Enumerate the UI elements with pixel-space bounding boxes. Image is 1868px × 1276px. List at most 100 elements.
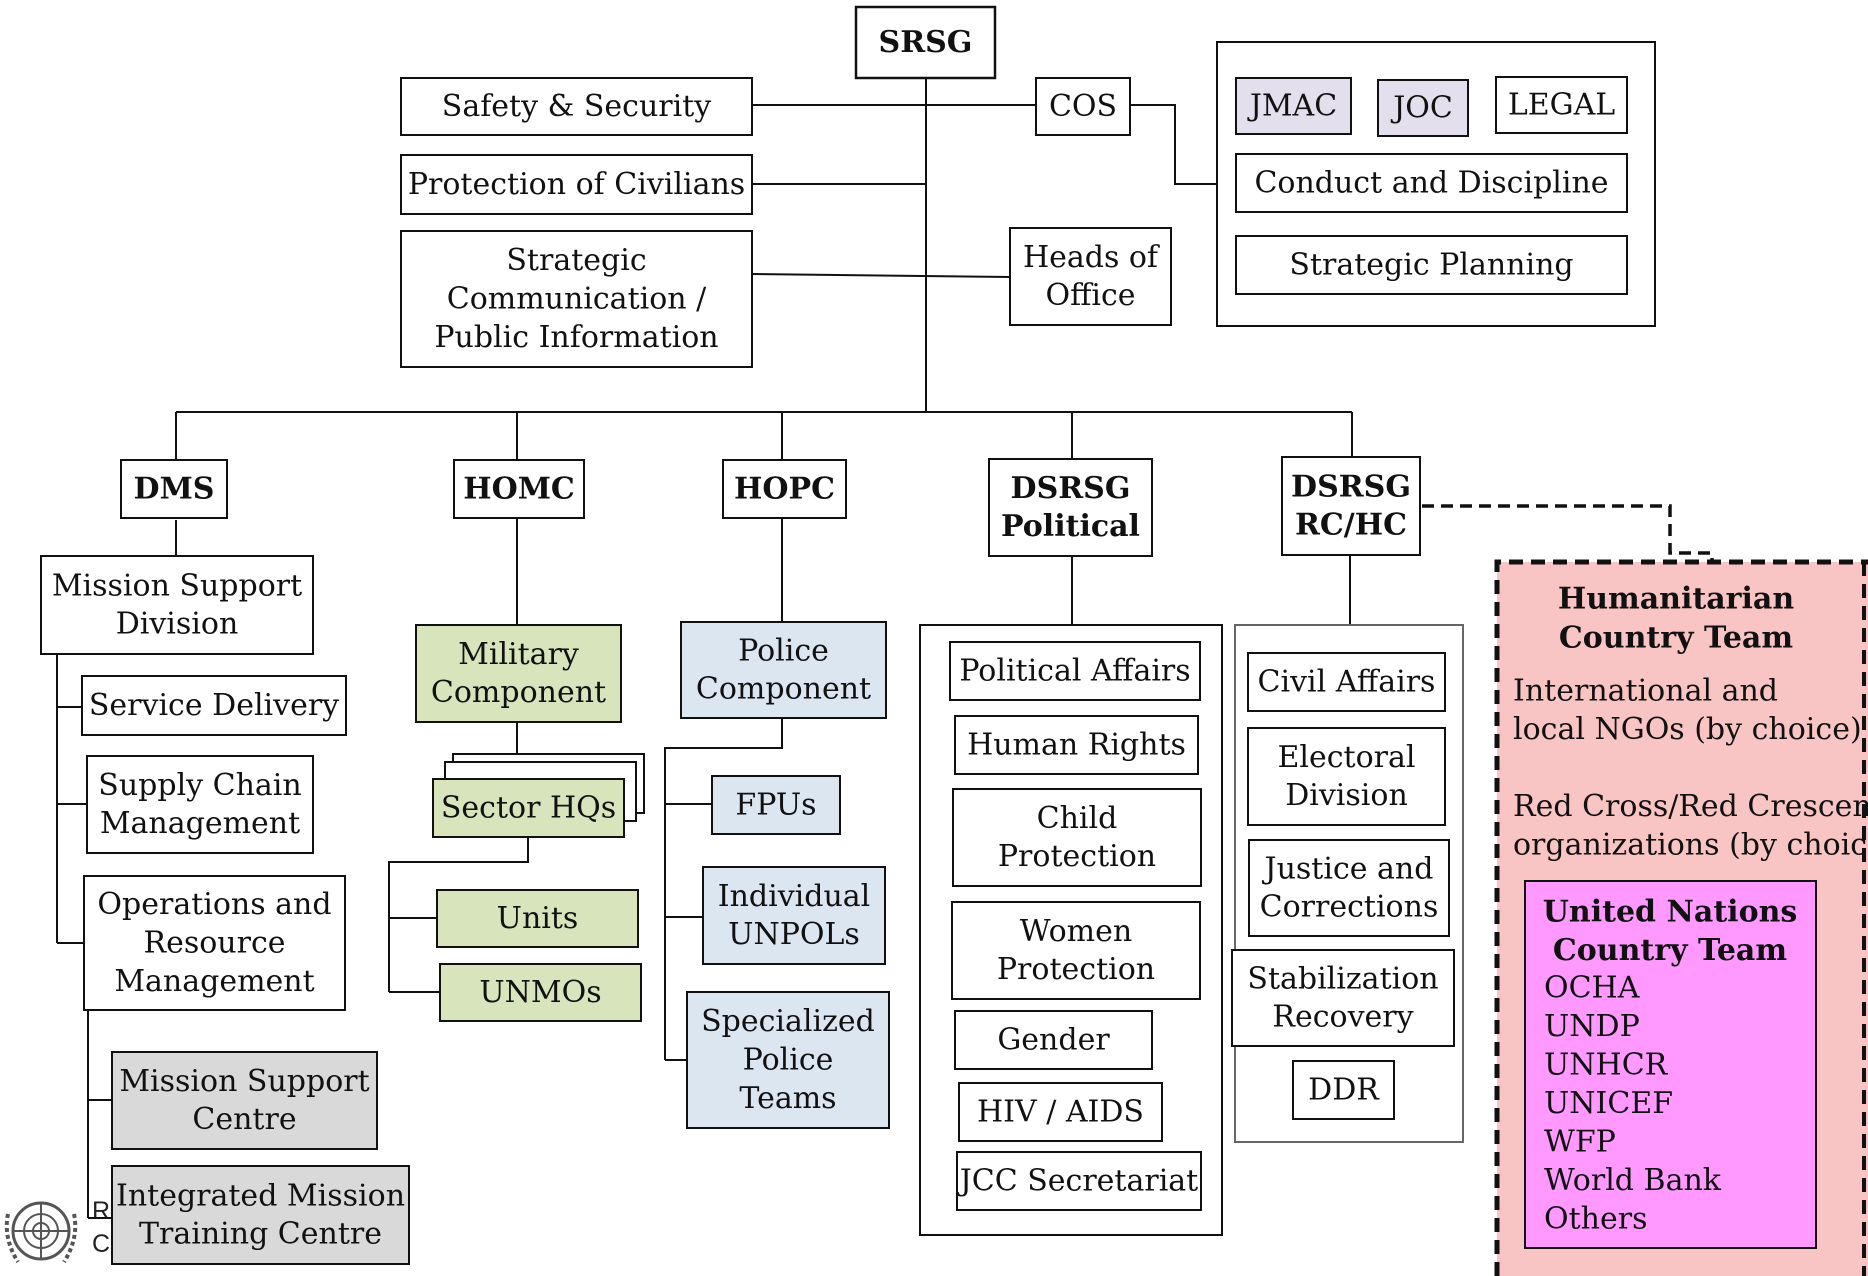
- legal-box-frame: [1495, 76, 1628, 134]
- hiv-box: HIV / AIDS: [958, 1082, 1163, 1142]
- unpols-box-frame: [702, 866, 886, 965]
- unct-title: Country Team: [1553, 933, 1787, 968]
- women-box-label: Women: [1020, 914, 1132, 949]
- units-box: Units: [436, 889, 639, 948]
- cos-staff-line: [1130, 104, 1217, 185]
- justice-box-label: Justice and: [1262, 851, 1434, 886]
- poc-box: Protection of Civilians: [400, 154, 753, 215]
- women-box-frame: [951, 901, 1201, 1000]
- joc-box-label: JOC: [1390, 91, 1453, 126]
- legal-box: LEGAL: [1495, 76, 1628, 134]
- dsrsg-rc-box-label: DSRSG: [1291, 469, 1411, 504]
- polcomp-box-frame: [680, 621, 887, 719]
- cos-box-label: COS: [1049, 89, 1117, 124]
- unct-member: Others: [1544, 1202, 1647, 1237]
- milcomp-box-label: Military: [458, 637, 579, 672]
- unmos-box-frame: [439, 963, 642, 1022]
- hr-box-frame: [954, 715, 1199, 775]
- fpus-box-frame: [711, 775, 841, 835]
- electoral-box-label: Electoral: [1278, 740, 1416, 775]
- ops-box-label: Management: [114, 964, 314, 999]
- ddr-box-label: DDR: [1308, 1073, 1380, 1108]
- hopc-box-frame: [722, 459, 847, 519]
- unmos-box-label: UNMOs: [479, 975, 601, 1010]
- sector-spine-line: [388, 838, 529, 992]
- spt-box-label: Police: [743, 1043, 834, 1078]
- unct-member: World Bank: [1544, 1163, 1722, 1198]
- jcc-box: JCC Secretariat: [956, 1151, 1202, 1211]
- justice-box-label: Corrections: [1260, 890, 1439, 925]
- polcomp-box-label: Police: [738, 633, 829, 668]
- hopc-box: HOPC: [722, 459, 847, 519]
- jmac-box: JMAC: [1235, 77, 1352, 135]
- police-spine-line: [664, 718, 783, 1060]
- joc-box: JOC: [1377, 79, 1469, 137]
- cos-box-frame: [1035, 77, 1131, 136]
- unpols-box-label: UNPOLs: [728, 917, 860, 952]
- spt-box-label: Teams: [739, 1081, 836, 1116]
- stratcomm-box-frame: [400, 230, 753, 368]
- msd-box-label: Mission Support: [52, 568, 302, 603]
- hiv-box-label: HIV / AIDS: [977, 1095, 1144, 1130]
- unct-member: UNICEF: [1544, 1086, 1673, 1121]
- jcc-box-frame: [956, 1151, 1202, 1211]
- safety-box-frame: [400, 77, 753, 136]
- fpus-box-label: FPUs: [735, 788, 816, 823]
- hr-box: Human Rights: [954, 715, 1199, 775]
- fpus-box: FPUs: [711, 775, 841, 835]
- dsrsg-pol-box-frame: [988, 458, 1153, 557]
- stratplan-box-label: Strategic Planning: [1289, 248, 1573, 283]
- service-box-label: Service Delivery: [89, 688, 339, 723]
- hct-title: Humanitarian: [1558, 582, 1794, 617]
- supply-box-label: Supply Chain: [98, 768, 301, 803]
- homc-box: HOMC: [453, 459, 585, 519]
- jmac-box-label: JMAC: [1247, 89, 1337, 124]
- gender-box-label: Gender: [997, 1023, 1110, 1058]
- srsg-box-label: SRSG: [879, 25, 973, 60]
- stratcomm-box-label: Communication /: [447, 282, 707, 317]
- safety-box-label: Safety & Security: [442, 89, 711, 124]
- polaff-box: Political Affairs: [949, 641, 1201, 701]
- spt-box-frame: [686, 991, 890, 1129]
- gender-box: Gender: [954, 1010, 1153, 1070]
- polaff-box-label: Political Affairs: [959, 654, 1190, 689]
- homc-box-frame: [453, 459, 585, 519]
- safety-box: Safety & Security: [400, 77, 753, 136]
- dsrsg-pol-box-label: DSRSG: [1011, 471, 1131, 506]
- legal-box-label: LEGAL: [1508, 88, 1615, 123]
- hopc-box-label: HOPC: [734, 472, 835, 507]
- dsrsg-rc-box-label: RC/HC: [1295, 508, 1407, 543]
- stab-box-label: Stabilization: [1247, 961, 1438, 996]
- gender-box-frame: [954, 1010, 1153, 1070]
- hct-title: Country Team: [1559, 621, 1793, 656]
- unmos-box: UNMOs: [439, 963, 642, 1022]
- heads-box-label: Office: [1045, 278, 1135, 313]
- un-emblem-icon: [4, 1201, 78, 1264]
- ops-box-frame: [83, 875, 346, 1011]
- civil-box: Civil Affairs: [1247, 652, 1446, 712]
- ops-box-label: Resource: [143, 926, 285, 961]
- unct-member: OCHA: [1544, 971, 1640, 1006]
- dsrsg-rc-box-frame: [1281, 456, 1421, 556]
- supply-box-label: Management: [100, 806, 300, 841]
- civil-box-label: Civil Affairs: [1258, 665, 1436, 700]
- cos-box: COS: [1035, 77, 1131, 136]
- conduct-box-frame: [1235, 153, 1628, 213]
- heads-box-frame: [1009, 227, 1172, 326]
- stratcomm-heads-line: [751, 273, 1011, 278]
- stab-box-label: Recovery: [1272, 1000, 1413, 1035]
- ddr-box-frame: [1292, 1060, 1395, 1120]
- msd-box-label: Division: [116, 607, 239, 642]
